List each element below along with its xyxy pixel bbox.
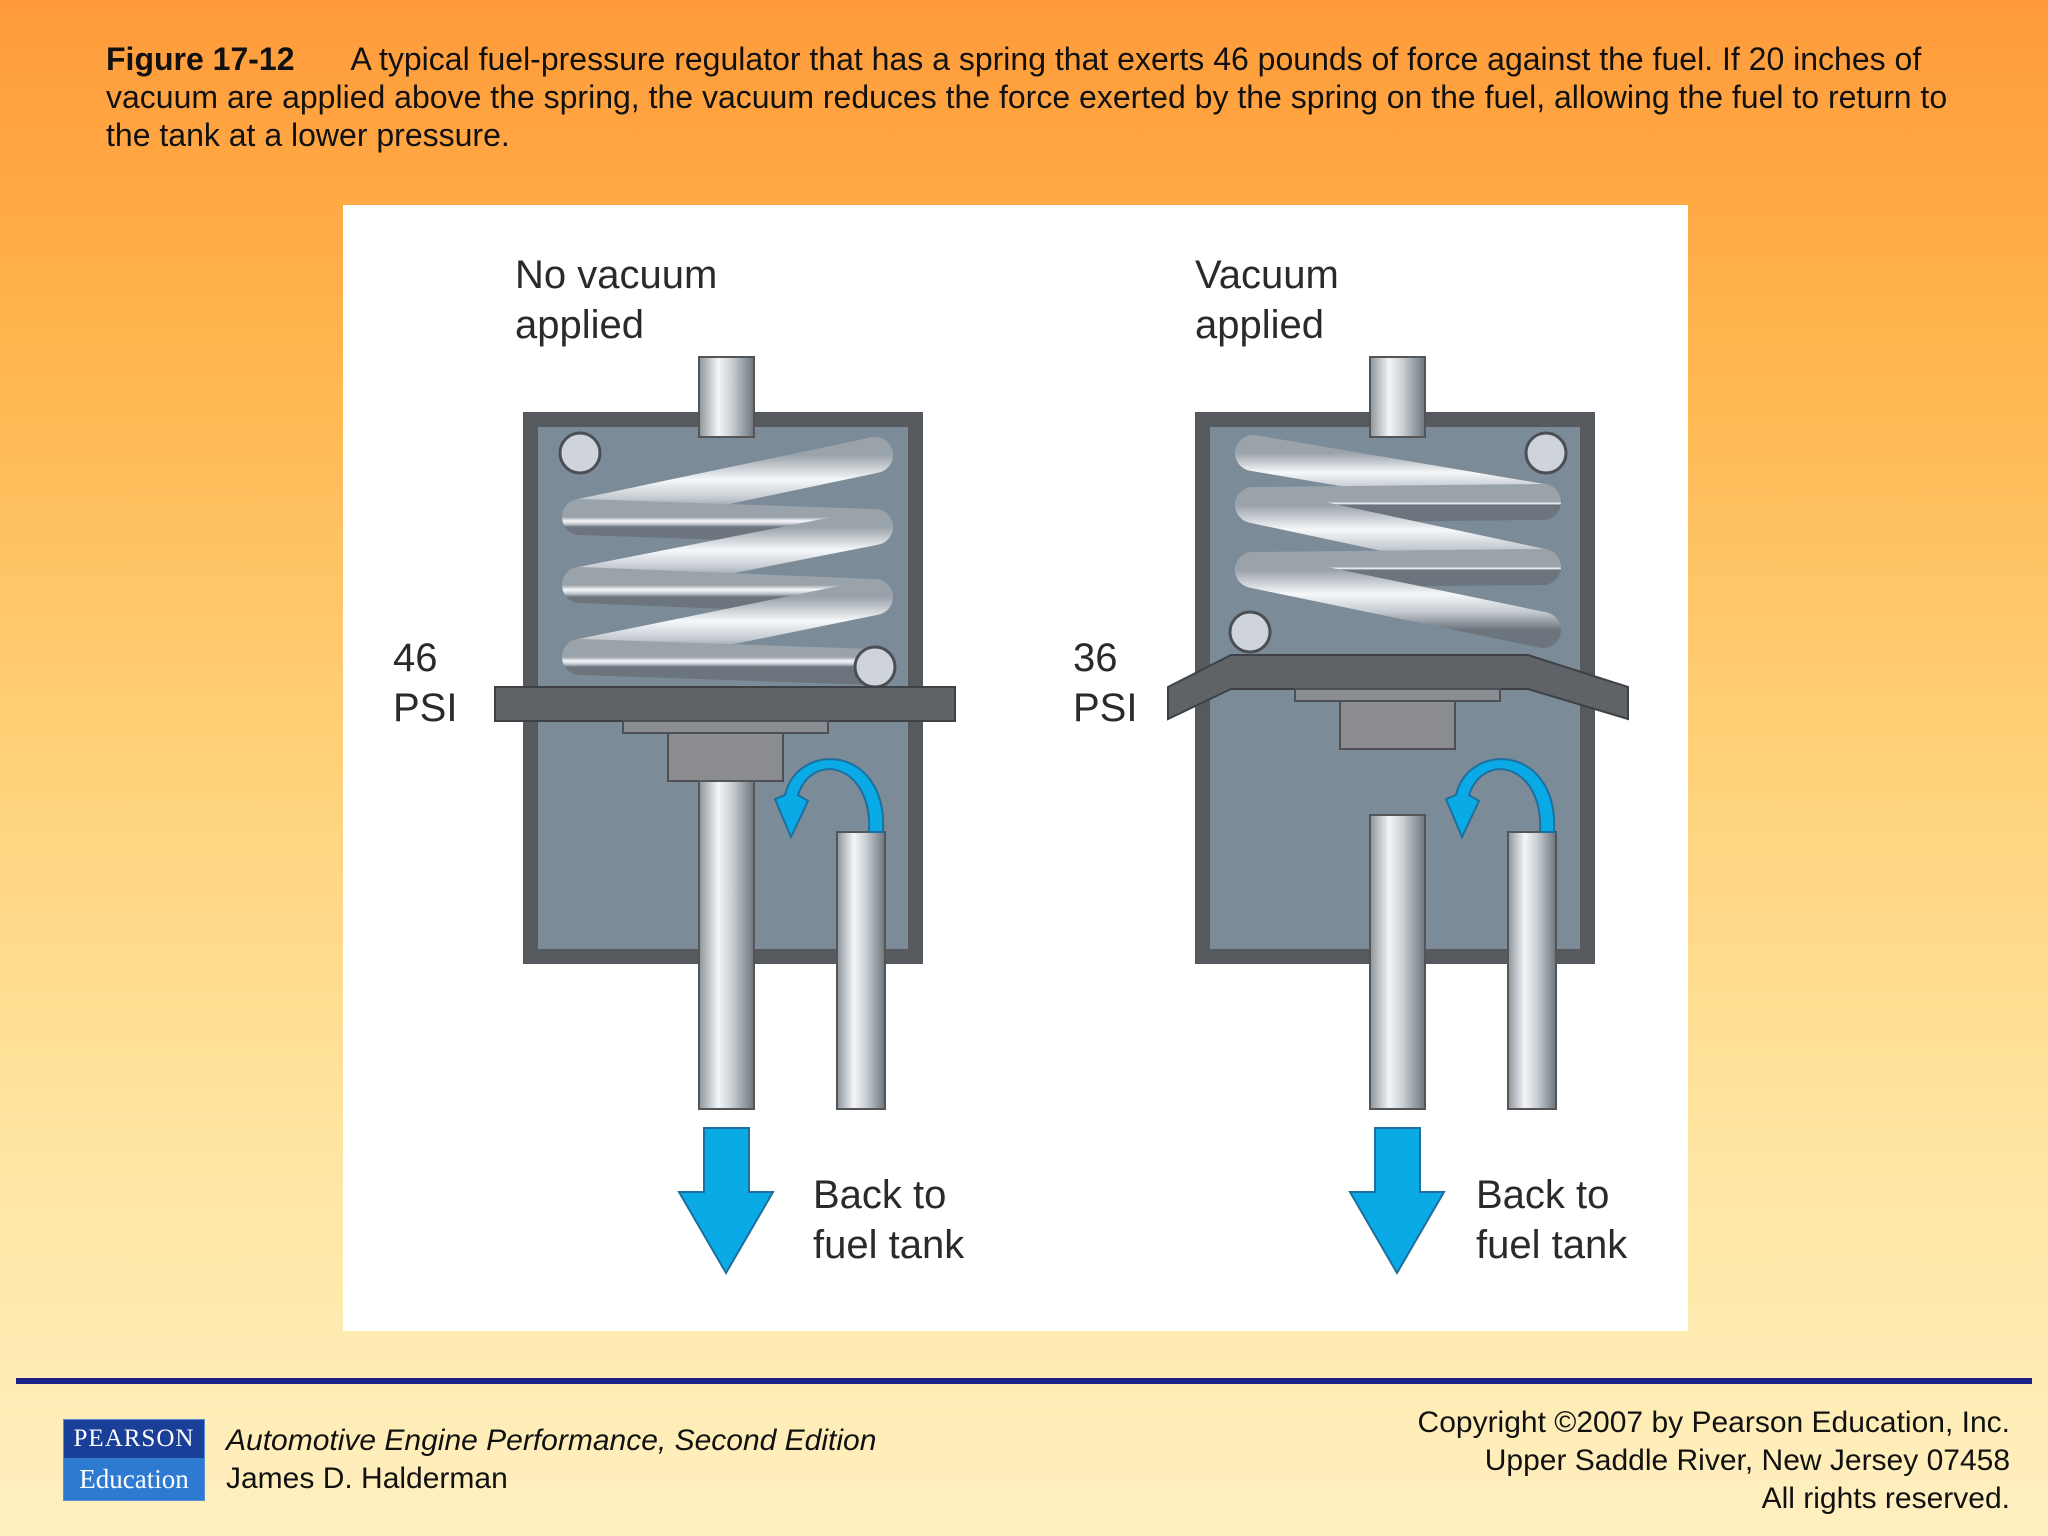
left-return-pipe bbox=[836, 831, 886, 1110]
logo-education: Education bbox=[64, 1458, 204, 1500]
right-spring bbox=[1228, 431, 1568, 654]
caption-text: A typical fuel-pressure regulator that h… bbox=[106, 41, 1948, 153]
left-pressure-value: 46 bbox=[393, 636, 438, 680]
left-regulator bbox=[494, 356, 956, 1275]
left-spring bbox=[558, 431, 897, 689]
right-outlet-pipe bbox=[1369, 814, 1426, 1110]
right-pressure-unit: PSI bbox=[1073, 686, 1138, 730]
right-return-line2: fuel tank bbox=[1476, 1223, 1628, 1267]
left-valve bbox=[667, 732, 784, 782]
pearson-logo: PEARSON Education bbox=[63, 1419, 205, 1501]
copyright-notice: Copyright ©2007 by Pearson Education, In… bbox=[1418, 1404, 2010, 1518]
right-top-stem bbox=[1369, 356, 1426, 438]
right-return-line1: Back to bbox=[1476, 1173, 1610, 1217]
copyright-line2: Upper Saddle River, New Jersey 07458 bbox=[1484, 1444, 2010, 1477]
left-return-line1: Back to bbox=[813, 1173, 947, 1217]
figure-number: Figure 17-12 bbox=[106, 41, 295, 77]
left-outlet-pipe bbox=[698, 780, 755, 1110]
left-down-arrow bbox=[677, 1127, 775, 1275]
left-return-line2: fuel tank bbox=[813, 1223, 965, 1267]
book-title: Automotive Engine Performance, Second Ed… bbox=[226, 1424, 877, 1457]
right-return-flow-arrow bbox=[1444, 758, 1556, 840]
right-return-pipe bbox=[1507, 831, 1557, 1110]
left-top-stem bbox=[698, 356, 755, 438]
left-pressure-unit: PSI bbox=[393, 686, 458, 730]
left-diaphragm bbox=[494, 686, 956, 722]
right-valve bbox=[1339, 700, 1456, 750]
book-info: Automotive Engine Performance, Second Ed… bbox=[226, 1422, 876, 1498]
right-diaphragm bbox=[1167, 654, 1629, 721]
left-return-flow-arrow bbox=[773, 758, 885, 840]
copyright-line1: Copyright ©2007 by Pearson Education, In… bbox=[1417, 1406, 2010, 1439]
right-down-arrow bbox=[1348, 1127, 1446, 1275]
right-title-line1: Vacuum bbox=[1195, 253, 1339, 297]
right-pressure-value: 36 bbox=[1073, 636, 1118, 680]
book-author: James D. Halderman bbox=[226, 1462, 508, 1495]
logo-pearson: PEARSON bbox=[64, 1420, 204, 1458]
right-valve-plate bbox=[1294, 688, 1501, 702]
left-title-line2: applied bbox=[515, 303, 645, 347]
regulator-diagram: No vacuum applied 46 PSI Back to fuel ta… bbox=[343, 205, 1688, 1331]
copyright-line3: All rights reserved. bbox=[1761, 1482, 2010, 1515]
right-regulator bbox=[1167, 356, 1629, 1275]
footer-divider bbox=[16, 1378, 2032, 1384]
left-valve-plate bbox=[622, 720, 829, 734]
left-title-line1: No vacuum bbox=[515, 253, 718, 297]
right-title-line2: applied bbox=[1195, 303, 1325, 347]
